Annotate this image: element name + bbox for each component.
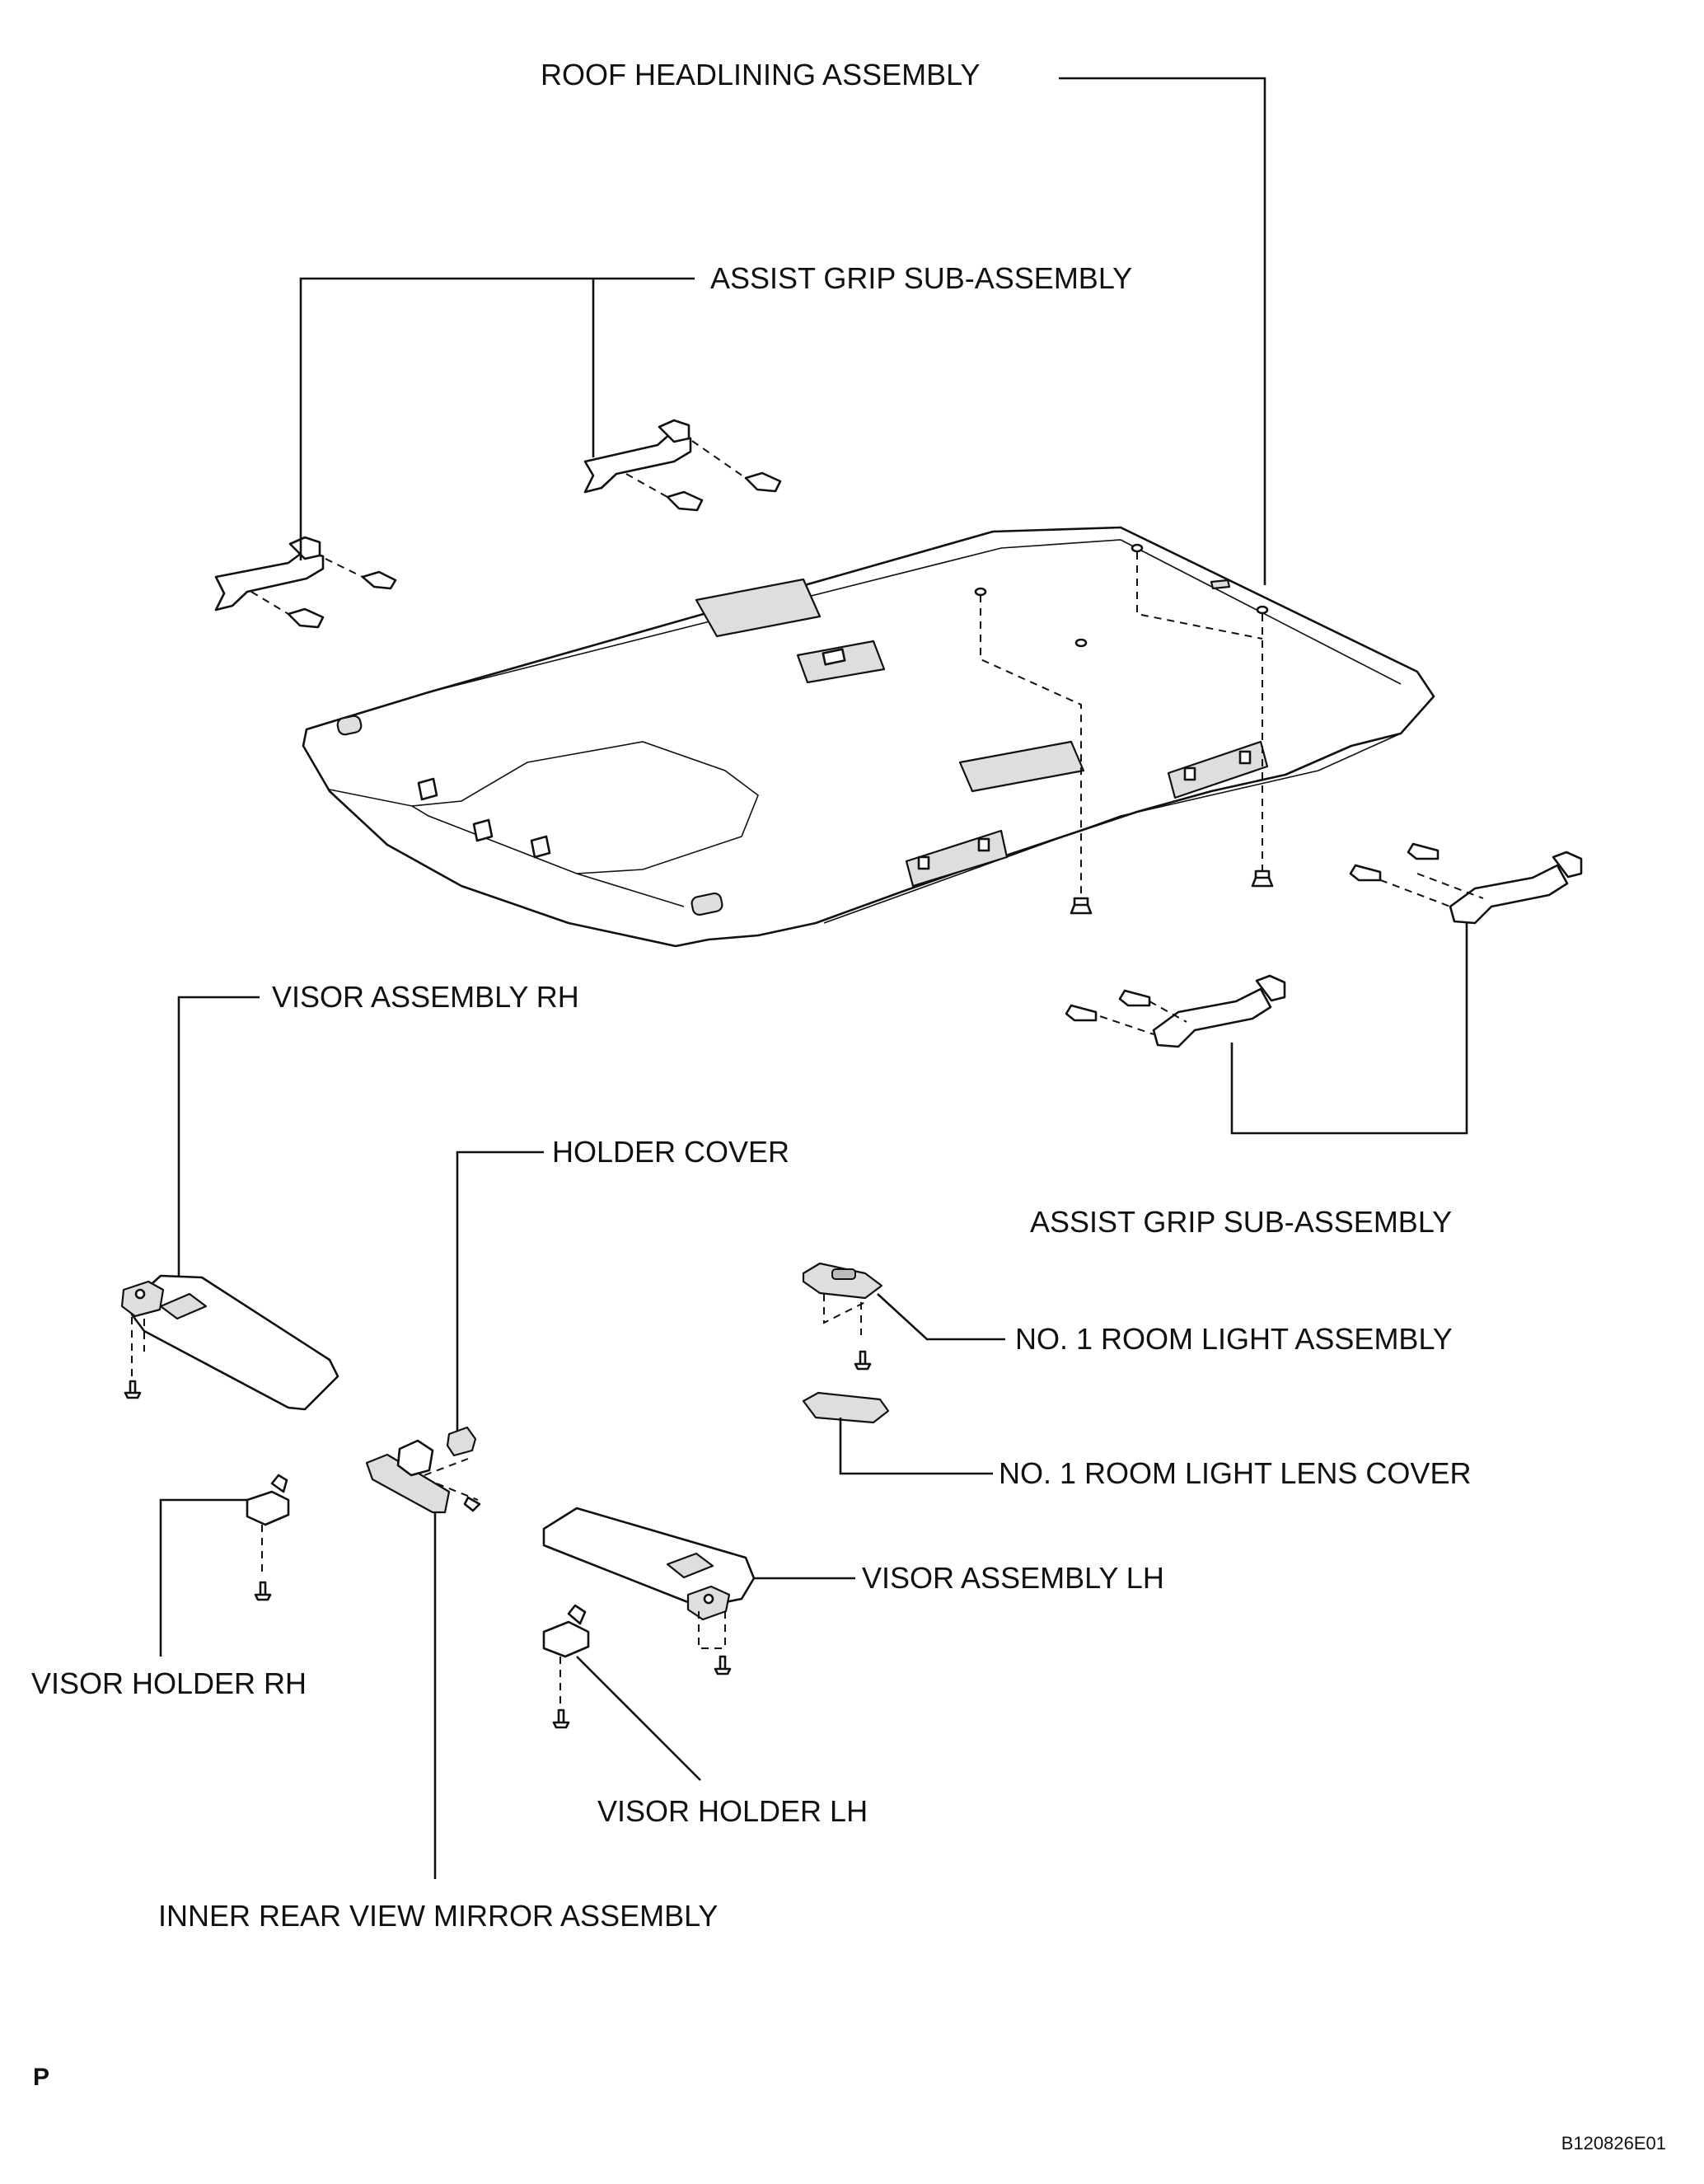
label-roof-headlining-assembly: ROOF HEADLINING ASSEMBLY bbox=[541, 58, 980, 91]
label-holder-cover: HOLDER COVER bbox=[552, 1135, 789, 1169]
label-inner-rear-view-mirror-assembly: INNER REAR VIEW MIRROR ASSEMBLY bbox=[158, 1899, 718, 1933]
room-light-assembly bbox=[802, 1262, 883, 1371]
visor-assembly-rh bbox=[120, 1274, 339, 1411]
assist-grip-top-center bbox=[583, 419, 782, 512]
holder-cover bbox=[446, 1426, 477, 1457]
label-room-light-lens-cover: NO. 1 ROOM LIGHT LENS COVER bbox=[999, 1456, 1471, 1490]
headlining-clips bbox=[980, 552, 1274, 915]
label-visor-assembly-lh: VISOR ASSEMBLY LH bbox=[862, 1561, 1164, 1595]
leader-lines bbox=[159, 77, 1468, 1879]
label-visor-holder-rh: VISOR HOLDER RH bbox=[31, 1666, 307, 1700]
assist-grip-top-left bbox=[214, 536, 397, 629]
view-letter: P bbox=[33, 2064, 49, 2091]
room-light-lens-cover bbox=[802, 1391, 890, 1424]
label-room-light-assembly: NO. 1 ROOM LIGHT ASSEMBLY bbox=[1015, 1322, 1453, 1356]
visor-holder-lh bbox=[542, 1604, 590, 1729]
label-visor-assembly-rh: VISOR ASSEMBLY RH bbox=[272, 980, 579, 1014]
inner-rear-view-mirror bbox=[365, 1439, 481, 1514]
assist-grip-right-lower bbox=[1065, 974, 1286, 1048]
label-visor-holder-lh: VISOR HOLDER LH bbox=[597, 1794, 868, 1828]
roof-headlining-panel bbox=[302, 526, 1435, 948]
label-assist-grip-right: ASSIST GRIP SUB-ASSEMBLY bbox=[1030, 1205, 1452, 1239]
figure-code: B120826E01 bbox=[1561, 2133, 1666, 2154]
visor-assembly-lh bbox=[542, 1507, 756, 1675]
assist-grip-right-upper bbox=[1349, 842, 1583, 925]
label-assist-grip-top: ASSIST GRIP SUB-ASSEMBLY bbox=[710, 261, 1132, 295]
visor-holder-rh bbox=[246, 1474, 290, 1601]
